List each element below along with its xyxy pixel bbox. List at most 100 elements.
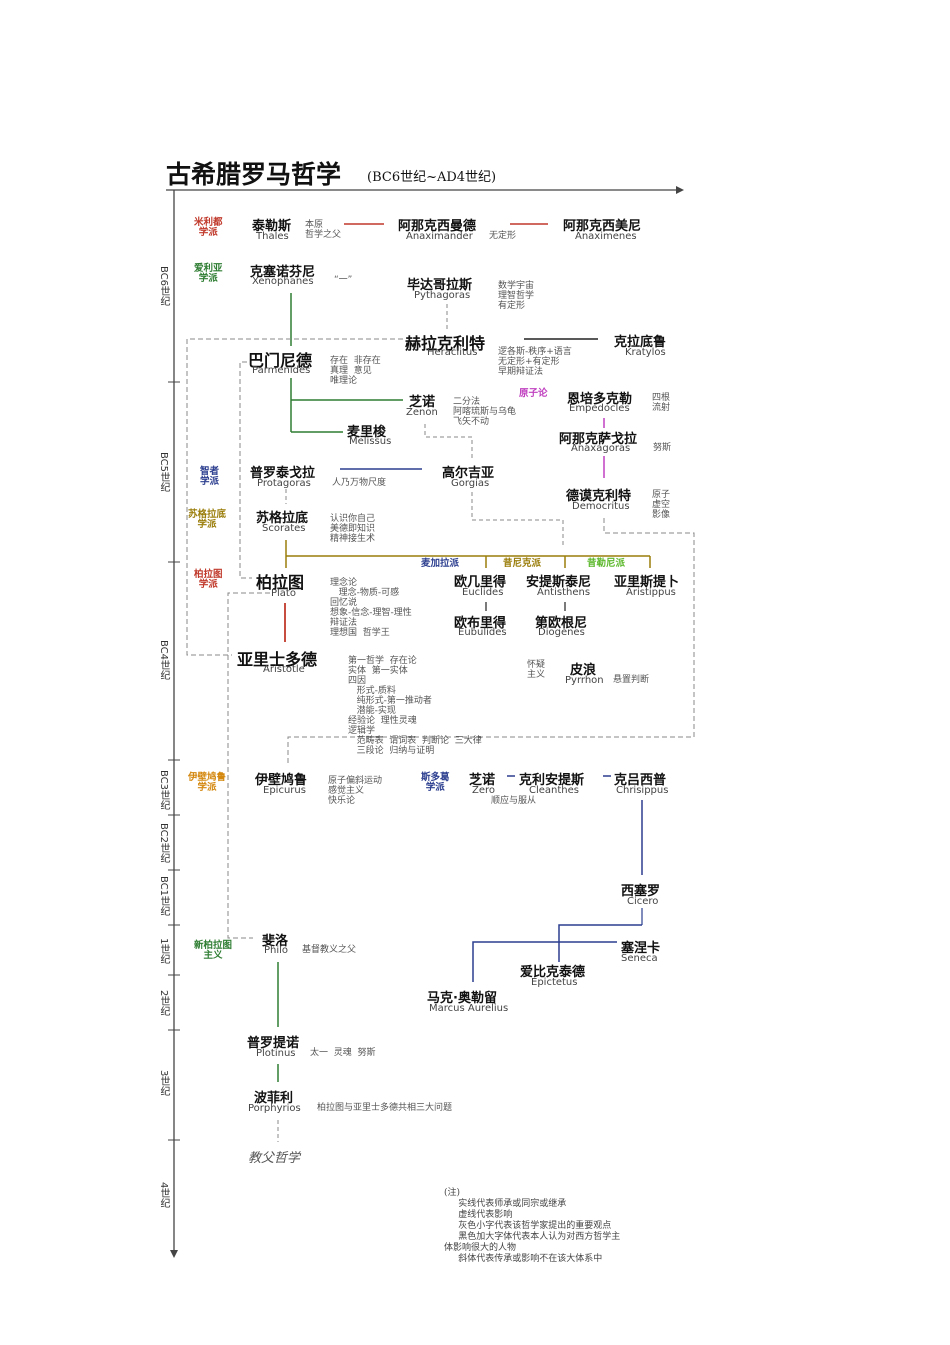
chrisippus-name: 克吕西普 [614,773,667,788]
zenon-name: 芝诺 [409,395,436,410]
heraclitus-note: 逻各斯-秩序+语言 无定形+有定形 早期辩证法 [498,347,572,377]
era-ad1: 1世纪 [158,938,169,965]
aristotle-en: Aristotle [263,664,305,675]
school-milesian: 米利都 学派 [194,217,223,238]
school-cynic: 昔尼克派 [503,558,542,569]
school-sophist: 智者 学派 [200,466,220,487]
era-bc3: BC3世纪 [158,770,169,811]
zenon-note: 二分法 阿喀琉斯与乌龟 飞矢不动 [453,397,517,427]
cleanthes-name: 克利安提斯 [519,773,585,788]
porphyrios-note: 柏拉图与亚里士多德共相三大问题 [317,1103,453,1113]
anaxagoras-name: 阿那克萨戈拉 [559,432,638,447]
xenophanes-en: Xenophanes [252,276,314,287]
melissus-name: 麦里梭 [347,425,387,440]
school-megarian: 麦加拉派 [421,558,460,569]
thales-en: Thales [256,231,289,242]
xenophanes-name: 克塞诺芬尼 [250,265,316,280]
kratylos-en: Kratylos [625,347,666,358]
zero-note: 顺应与服从 [491,796,537,806]
porphyrios-name: 波菲利 [254,1091,294,1106]
kratylos-name: 克拉底鲁 [614,335,667,350]
gorgias-en: Gorgias [451,478,490,489]
era-bc2: BC2世纪 [158,823,169,864]
socrates-note: 认识你自己 美德即知识 精神接生术 [330,514,376,544]
anaximander-name: 阿那克西曼德 [398,219,477,234]
anaximander-en: Anaximander [406,231,473,242]
era-bc4: BC4世纪 [158,640,169,681]
aristippus-en: Aristippus [626,587,676,598]
pyrrhon-pre: 怀疑 主义 [527,660,546,680]
pyrrhon-en: Pyrrhon [565,675,604,686]
eubulides-en: Eubulides [458,627,507,638]
democritus-name: 德谟克利特 [566,489,632,504]
anaximenes-en: Anaximenes [575,231,637,242]
anaximenes-name: 阿那克西美尼 [563,219,642,234]
page-title: 古希腊罗马哲学 [166,160,342,189]
cicero-en: Cicero [627,896,659,907]
parmenides-en: Parmenides [252,365,311,376]
xenophanes-note: “一” [334,275,353,285]
diogenes-name: 第欧根尼 [535,616,588,631]
pythagoras-note: 数学宇宙 理智哲学 有定形 [498,281,535,311]
school-eleatic: 爱利亚 学派 [194,263,223,284]
school-platonic: 柏拉图 学派 [194,569,223,590]
pythagoras-en: Pythagoras [414,290,471,301]
era-ad3: 3世纪 [158,1070,169,1097]
epicurus-note: 原子偏斜运动 感觉主义 快乐论 [328,776,383,806]
marcus-name: 马克·奥勒留 [427,991,497,1006]
thales-note: 本原 哲学之父 [305,220,342,240]
euclides-name: 欧几里得 [454,575,507,590]
parmenides-name: 巴门尼德 [248,351,313,370]
marcus-en: Marcus Aurelius [429,1003,509,1014]
era-ad4: 4世纪 [158,1182,169,1209]
era-bc1: BC1世纪 [158,876,169,917]
school-stoic: 斯多葛 学派 [421,772,450,793]
era-bc6: BC6世纪 [158,266,169,307]
aristippus-name: 亚里斯提卜 [614,575,680,590]
empedocles-note: 四根 流射 [652,393,671,413]
empedocles-name: 恩培多克勒 [567,392,633,407]
cicero-name: 西塞罗 [621,884,661,899]
plato-name: 柏拉图 [256,573,305,592]
democritus-en: Democritus [572,501,630,512]
school-atomism: 原子论 [519,388,548,399]
top-axis-arrow [676,186,684,194]
patristic-label: 教父哲学 [248,1151,301,1166]
plotinus-note: 太一 灵魂 努斯 [310,1048,376,1058]
anaxagoras-en: Anaxagoras [571,443,631,454]
heraclitus-en: Heraclitus [427,347,478,358]
antisthens-name: 安提斯泰尼 [526,575,592,590]
seneca-name: 塞涅卡 [621,941,661,956]
school-epicurean: 伊壁鸠鲁 学派 [188,772,227,793]
epicurus-en: Epicurus [263,785,306,796]
seneca-en: Seneca [621,953,658,964]
plotinus-en: Plotinus [256,1048,296,1059]
pythagoras-name: 毕达哥拉斯 [407,278,473,293]
epictetus-name: 爱比克泰德 [520,965,586,980]
epicurus-name: 伊壁鸠鲁 [255,773,308,788]
protagoras-en: Protagoras [257,478,311,489]
heraclitus-name: 赫拉克利特 [405,334,486,353]
democritus-note: 原子 虚空 影像 [652,490,671,520]
plato-note: 理念论 理念-物质-可感 回忆说 想象-信念-理智-理性 辩证法 理想国 哲学王 [330,578,412,638]
eubulides-name: 欧布里得 [454,616,507,631]
protagoras-note: 人乃万物尺度 [332,478,387,488]
school-socratic: 苏格拉底 学派 [188,509,227,530]
era-ad2: 2世纪 [158,990,169,1017]
school-cyrenaic: 昔勒尼派 [587,558,626,569]
cleanthes-en: Cleanthes [529,785,579,796]
aristotle-note: 第一哲学 存在论 实体 第一实体 四因 形式-质料 纯形式-第一推动者 潜能-实… [348,656,482,756]
diogenes-en: Diogenes [538,627,585,638]
time-axis-arrow [170,1250,178,1258]
legend-note: (注) 实线代表师承或同宗或继承 虚线代表影响 灰色小字代表该哲学家提出的重要观… [444,1188,621,1264]
protagoras-name: 普罗泰戈拉 [250,466,316,481]
thales-name: 泰勒斯 [252,219,292,234]
socrates-name: 苏格拉底 [256,511,309,526]
empedocles-en: Empedocles [569,403,630,414]
era-ticks [168,381,180,1141]
epictetus-en: Epictetus [531,977,578,988]
pyrrhon-name: 皮浪 [570,663,597,678]
page-subtitle: (BC6世纪~AD4世纪) [367,170,497,185]
